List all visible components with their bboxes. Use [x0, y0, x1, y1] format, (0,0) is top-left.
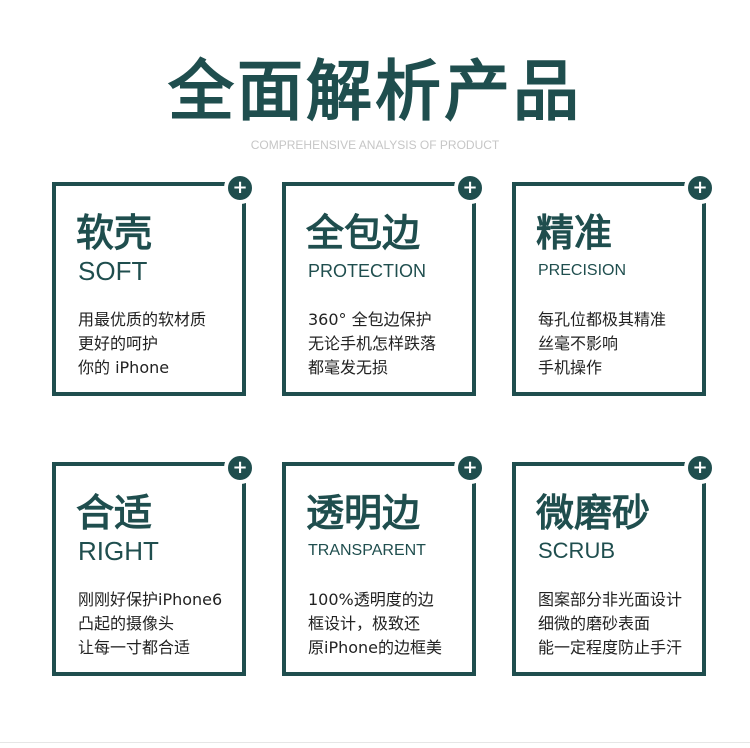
card-description-line: 凸起的摄像头: [78, 614, 175, 633]
card-title: 透明边: [306, 491, 421, 535]
card-description: 每孔位都极其精准 丝毫不影响 手机操作: [538, 308, 710, 380]
card-title: 微磨砂: [536, 491, 651, 535]
plus-circle-icon[interactable]: +: [224, 172, 256, 204]
card-subtitle: TRANSPARENT: [308, 542, 426, 559]
plus-circle-icon[interactable]: +: [684, 172, 716, 204]
card-description-line: 刚刚好保护iPhone6: [78, 590, 223, 609]
plus-circle-icon[interactable]: +: [684, 452, 716, 484]
page-subtitle: COMPREHENSIVE ANALYSIS OF PRODUCT: [250, 138, 500, 152]
card-description-line: 让每一寸都合适: [78, 638, 191, 657]
card-title: 全包边: [306, 211, 421, 255]
card-description: 用最优质的软材质 更好的呵护 你的 iPhone: [78, 308, 250, 380]
card-description-line: 细微的磨砂表面: [538, 614, 651, 633]
card-description: 100%透明度的边 框设计，极致还 原iPhone的边框美: [308, 588, 480, 660]
plus-circle-icon[interactable]: +: [454, 452, 486, 484]
plus-circle-icon[interactable]: +: [454, 172, 486, 204]
card-subtitle: PRECISION: [538, 262, 627, 279]
feature-card-protection: + 全包边 PROTECTION 360° 全包边保护 无论手机怎样跌落 都毫发…: [282, 172, 486, 396]
card-title: 合适: [76, 491, 153, 535]
page-title: 全面解析产品: [168, 53, 582, 130]
card-subtitle: RIGHT: [78, 536, 159, 566]
feature-card-soft: + 软壳 SOFT 用最优质的软材质 更好的呵护 你的 iPhone: [52, 172, 256, 396]
card-description: 刚刚好保护iPhone6 凸起的摄像头 让每一寸都合适: [78, 588, 250, 660]
card-description-line: 每孔位都极其精准: [538, 310, 667, 329]
card-description-line: 用最优质的软材质: [78, 310, 207, 329]
feature-card-precision: + 精准 PRECISION 每孔位都极其精准 丝毫不影响 手机操作: [512, 172, 716, 396]
card-subtitle: SCRUB: [538, 538, 616, 563]
card-description: 图案部分非光面设计 细微的磨砂表面 能一定程度防止手汗: [538, 588, 710, 660]
card-description-line: 都毫发无损: [308, 358, 389, 377]
card-description-line: 更好的呵护: [78, 334, 159, 353]
card-description-line: 丝毫不影响: [538, 334, 619, 353]
card-description: 360° 全包边保护 无论手机怎样跌落 都毫发无损: [308, 308, 480, 380]
card-description-line: 原iPhone的边框美: [308, 638, 443, 657]
card-subtitle: SOFT: [78, 256, 148, 286]
feature-card-scrub: + 微磨砂 SCRUB 图案部分非光面设计 细微的磨砂表面 能一定程度防止手汗: [512, 452, 716, 676]
card-description-line: 无论手机怎样跌落: [308, 334, 437, 353]
card-description-line: 360° 全包边保护: [308, 310, 432, 329]
card-description-line: 框设计，极致还: [308, 614, 421, 633]
card-subtitle: PROTECTION: [308, 261, 427, 281]
card-description-line: 你的 iPhone: [78, 358, 170, 377]
card-description-line: 图案部分非光面设计: [538, 590, 683, 609]
bottom-divider: [0, 742, 750, 743]
plus-circle-icon[interactable]: +: [224, 452, 256, 484]
card-description-line: 手机操作: [538, 358, 603, 377]
card-description-line: 能一定程度防止手汗: [538, 638, 683, 657]
feature-card-right: + 合适 RIGHT 刚刚好保护iPhone6 凸起的摄像头 让每一寸都合适: [52, 452, 256, 676]
feature-card-transparent: + 透明边 TRANSPARENT 100%透明度的边 框设计，极致还 原iPh…: [282, 452, 486, 676]
card-title: 精准: [536, 211, 613, 255]
card-title: 软壳: [76, 211, 153, 255]
card-description-line: 100%透明度的边: [308, 590, 434, 609]
